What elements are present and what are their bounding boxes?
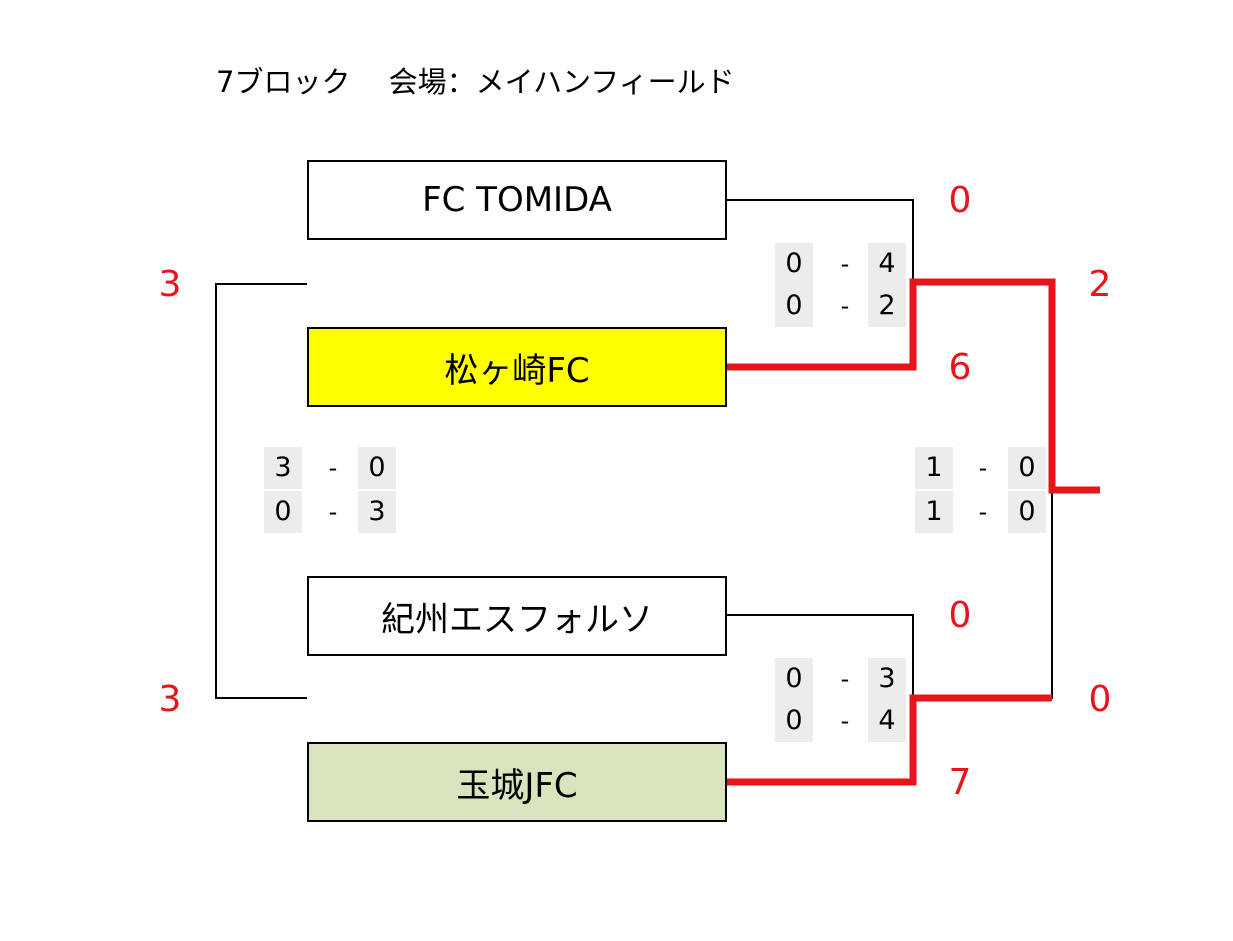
- score-semi-bottom: 0: [1088, 679, 1112, 720]
- half-score-dash: -: [840, 665, 850, 693]
- half-score-dash: -: [840, 292, 850, 320]
- team-box-matsugasaki-fc: 松ヶ崎FC: [307, 327, 727, 407]
- half-score-cell: 4: [868, 700, 906, 742]
- team-box-kishu-esforco: 紀州エスフォルソ: [307, 576, 727, 656]
- line-win-tamaki: [727, 694, 1052, 786]
- half-score-cell: 0: [775, 285, 813, 327]
- half-score-dash: -: [328, 498, 338, 526]
- half-score-dash: -: [978, 498, 988, 526]
- half-score-cell: 3: [264, 447, 302, 489]
- team-box-tamaki-jfc: 玉城JFC: [307, 742, 727, 822]
- team-name: 紀州エスフォルソ: [381, 599, 653, 640]
- half-score-cell: 0: [1008, 447, 1046, 489]
- half-score-cell: 1: [915, 447, 953, 489]
- half-score-cell: 0: [775, 243, 813, 285]
- half-score-cell: 0: [775, 658, 813, 700]
- half-score-cell: 3: [358, 491, 396, 533]
- line-left-bracket: [215, 283, 307, 699]
- score-left-top: 3: [158, 264, 182, 305]
- team-name: 松ヶ崎FC: [444, 350, 590, 391]
- line-kishu: [727, 614, 914, 698]
- half-score-cell: 0: [264, 491, 302, 533]
- score-left-bottom: 3: [158, 679, 182, 720]
- half-score-dash: -: [328, 454, 338, 482]
- half-score-dash: -: [840, 250, 850, 278]
- bracket-title: 7ブロック 会場：メイハンフィールド: [216, 65, 735, 99]
- team-name: FC TOMIDA: [422, 180, 612, 220]
- score-kishu: 0: [948, 595, 972, 636]
- team-box-fc-tomida: FC TOMIDA: [307, 160, 727, 240]
- score-matsugasaki: 6: [948, 347, 972, 388]
- score-fc-tomida: 0: [948, 180, 972, 221]
- half-score-cell: 4: [868, 243, 906, 285]
- half-score-cell: 0: [1008, 491, 1046, 533]
- half-score-dash: -: [978, 454, 988, 482]
- half-score-cell: 3: [868, 658, 906, 700]
- score-tamaki: 7: [948, 762, 972, 803]
- team-name: 玉城JFC: [456, 765, 578, 806]
- half-score-cell: 1: [915, 491, 953, 533]
- score-semi-top: 2: [1088, 264, 1112, 305]
- half-score-dash: -: [840, 707, 850, 735]
- line-win-matsugasaki: [727, 278, 1100, 494]
- half-score-cell: 2: [868, 285, 906, 327]
- half-score-cell: 0: [358, 447, 396, 489]
- half-score-cell: 0: [775, 700, 813, 742]
- line-tomida: [727, 199, 914, 282]
